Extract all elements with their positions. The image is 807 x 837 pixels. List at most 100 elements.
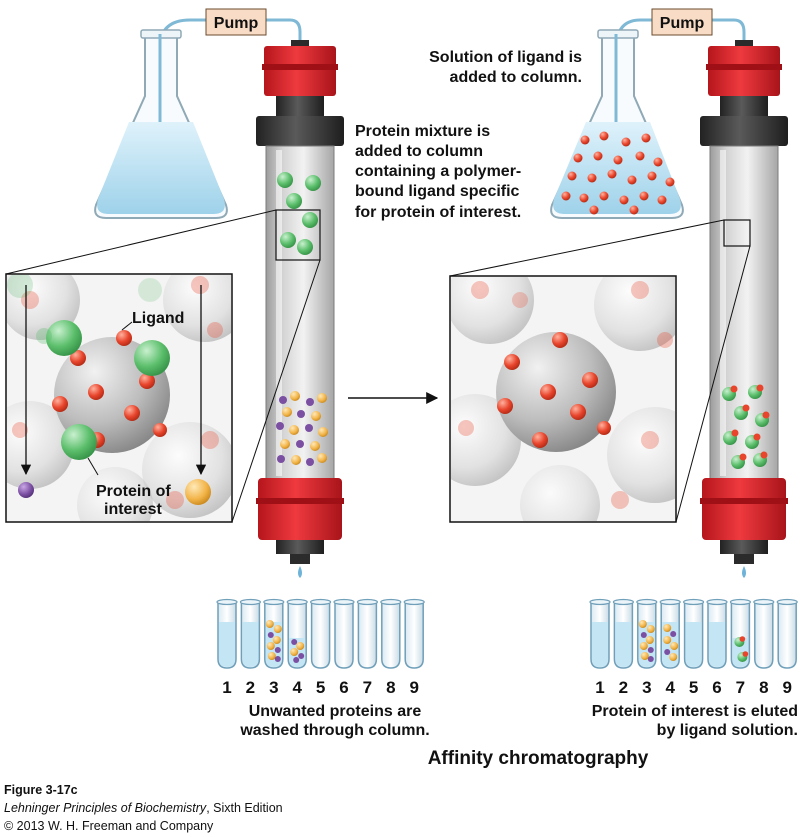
right-caption: Solution of ligand is added to column. (429, 49, 582, 86)
ligand-dot (589, 205, 599, 215)
test-tube-icon (659, 598, 681, 669)
svg-text:added to column.: added to column. (450, 69, 582, 86)
ligand-dot (657, 195, 667, 205)
left-bottom-caption-line2: washed through column. (239, 722, 429, 739)
tube-number: 7 (363, 678, 372, 697)
eluted-proteins-column (722, 384, 770, 469)
tube-number: 8 (386, 678, 395, 697)
tube-number: 1 (222, 678, 231, 697)
ligand-dot (573, 153, 583, 163)
test-tube-icon (636, 598, 658, 669)
tube-number: 7 (736, 678, 745, 697)
ligand-dot (641, 133, 651, 143)
right-panel: Pump (429, 8, 798, 739)
test-tube-icon (682, 598, 705, 669)
tube-number: 5 (316, 678, 325, 697)
tube-number: 3 (269, 678, 278, 697)
chromatography-column-icon (256, 40, 344, 578)
ligand-dot (579, 193, 589, 203)
ligand-dot (621, 137, 631, 147)
svg-text:Protein mixture is: Protein mixture is (355, 123, 490, 140)
tube-number: 9 (409, 678, 418, 697)
figure-title: Affinity chromatography (428, 748, 649, 769)
ligand-dot (607, 169, 617, 179)
book-edition: , Sixth Edition (206, 801, 283, 815)
test-tube-icon (612, 598, 635, 669)
protein-of-interest-label-line1: Protein of (96, 483, 171, 500)
ligand-dot (665, 177, 675, 187)
ligand-dot (653, 157, 663, 167)
unwanted-proteins-column (276, 391, 328, 466)
svg-text:containing a polymer-: containing a polymer- (355, 163, 521, 180)
test-tube-icon (753, 598, 775, 669)
pump-tubing-left-out (266, 18, 302, 42)
zoom-box-right (723, 219, 751, 247)
ligand-dot (580, 135, 590, 145)
test-tube-icon (706, 598, 728, 669)
zoom-line-left-top (5, 209, 277, 275)
ligand-dot (593, 151, 603, 161)
erlenmeyer-flask-icon (550, 29, 684, 219)
ligand-dot (647, 171, 657, 181)
tube-number: 8 (759, 678, 768, 697)
erlenmeyer-flask-icon (94, 29, 228, 219)
tube-number: 5 (689, 678, 698, 697)
figure-number: Figure 3-17c (4, 783, 78, 797)
chromatography-column-icon (700, 40, 788, 578)
ligand-dot (619, 195, 629, 205)
ligand-dot (567, 171, 577, 181)
protein-mixture-top (275, 172, 321, 261)
tube-number: 4 (665, 678, 675, 697)
test-tube-icon (216, 598, 238, 669)
inset-right (449, 275, 677, 523)
tube-number: 6 (339, 678, 348, 697)
pump-icon: Pump (651, 8, 713, 36)
tube-number: 4 (292, 678, 302, 697)
pump-label-right: Pump (660, 15, 705, 32)
left-bottom-caption-line1: Unwanted proteins are (249, 703, 422, 720)
tube-number: 2 (246, 678, 255, 697)
right-bottom-caption-line1: Protein of interest is eluted (592, 703, 798, 720)
left-caption: Protein mixture is added to column conta… (355, 123, 521, 221)
ligand-dot (639, 191, 649, 201)
ligand-dot (599, 191, 609, 201)
copyright: © 2013 W. H. Freeman and Company (4, 819, 214, 833)
test-tube-icon (589, 598, 611, 669)
test-tube-icon (729, 598, 752, 669)
svg-text:Solution of ligand is: Solution of ligand is (429, 49, 582, 66)
ligand-dot (635, 151, 645, 161)
zoom-box-left (275, 209, 321, 261)
test-tube-icon (263, 598, 285, 669)
inset-left: Ligand Protein of interest (5, 273, 233, 523)
test-tube-icon (403, 598, 425, 669)
book-credit: Lehninger Principles of Biochemistry, Si… (4, 800, 283, 817)
ligand-dot (587, 173, 597, 183)
book-title: Lehninger Principles of Biochemistry (4, 801, 207, 815)
test-tube-icon (310, 598, 332, 669)
left-panel: Pump (5, 8, 521, 739)
ligand-solution-dots (561, 131, 675, 215)
zoom-line-left-bottom (231, 259, 321, 523)
svg-text:for protein of interest.: for protein of interest. (355, 204, 521, 221)
test-tube-icon (286, 598, 308, 669)
test-tube-icon (333, 598, 355, 669)
ligand-dot (629, 205, 639, 215)
tube-number: 6 (712, 678, 721, 697)
test-tube-icon (380, 598, 402, 669)
test-tube-icon (776, 598, 798, 669)
ligand-dot (599, 131, 609, 141)
svg-text:added to column: added to column (355, 143, 483, 160)
unwanted-protein-orange (185, 479, 211, 505)
zoom-line-right-bottom (675, 245, 751, 523)
tube-number: 3 (642, 678, 651, 697)
right-bottom-caption-line2: by ligand solution. (657, 722, 798, 739)
test-tube-icon (356, 598, 378, 669)
pump-label-left: Pump (214, 15, 259, 32)
tube-number: 2 (619, 678, 628, 697)
tube-number: 1 (595, 678, 604, 697)
ligand-dot (561, 191, 571, 201)
ligand-label: Ligand (132, 310, 184, 327)
